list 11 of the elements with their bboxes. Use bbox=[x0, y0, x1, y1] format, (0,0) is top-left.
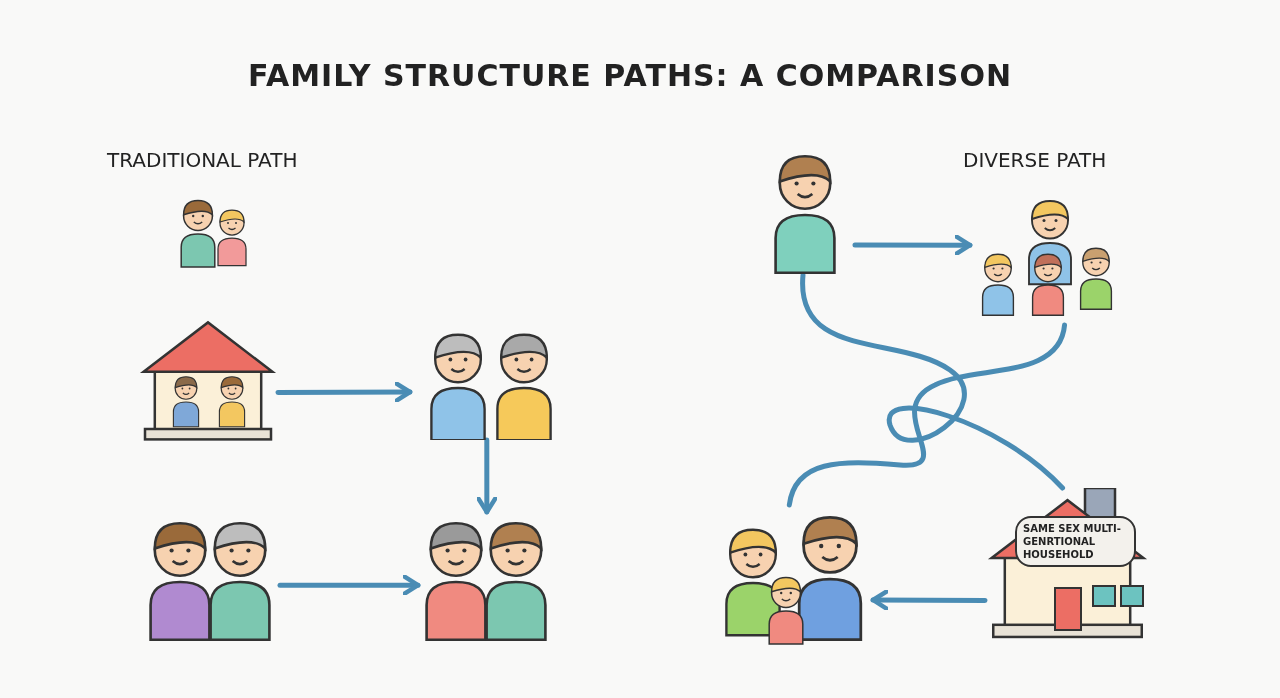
arrow bbox=[275, 381, 413, 403]
section-heading: TRADITIONAL PATH bbox=[107, 148, 298, 172]
connector-line bbox=[800, 272, 1066, 491]
arrow bbox=[870, 589, 988, 611]
arrow bbox=[476, 437, 498, 515]
section-heading: DIVERSE PATH bbox=[963, 148, 1107, 172]
arrow bbox=[852, 234, 973, 256]
title: FAMILY STRUCTURE PATHS: A COMPARISON bbox=[247, 58, 1013, 93]
speech-bubble: SAME SEX MULTI-GENRTIONAL HOUSEHOLD bbox=[1015, 516, 1136, 567]
connector-line bbox=[786, 322, 1068, 508]
arrow bbox=[277, 574, 421, 596]
